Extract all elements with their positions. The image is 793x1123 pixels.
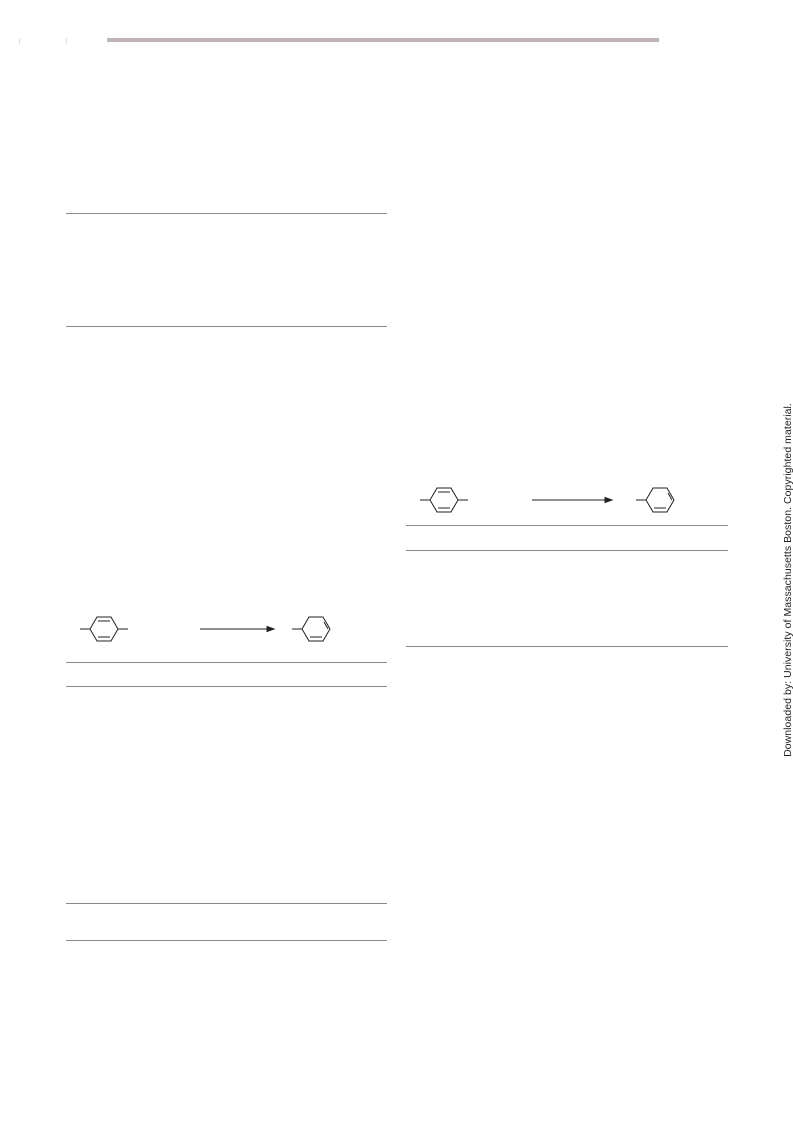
table-bottom-rule xyxy=(406,646,728,647)
product-structure xyxy=(292,616,331,642)
table-header-rule xyxy=(66,686,387,687)
crop-mark xyxy=(66,38,67,44)
table-bottom-rule xyxy=(66,326,387,327)
table-header-rule xyxy=(406,550,728,551)
right-arrow xyxy=(200,625,276,633)
right-arrow xyxy=(532,496,614,504)
reaction-scheme-left xyxy=(80,616,331,642)
reactant-structure xyxy=(80,616,128,642)
table-top-rule xyxy=(66,662,387,663)
table-bottom-rule xyxy=(66,940,387,941)
download-watermark: Downloaded by: University of Massachuset… xyxy=(782,403,793,757)
table-top-rule xyxy=(66,213,387,214)
product-structure xyxy=(636,487,675,513)
table-footer-rule xyxy=(66,903,387,904)
crop-mark xyxy=(19,38,20,44)
reaction-scheme-right xyxy=(420,487,675,513)
header-bar xyxy=(107,38,659,42)
reactant-structure xyxy=(420,487,468,513)
table-top-rule xyxy=(406,525,728,526)
